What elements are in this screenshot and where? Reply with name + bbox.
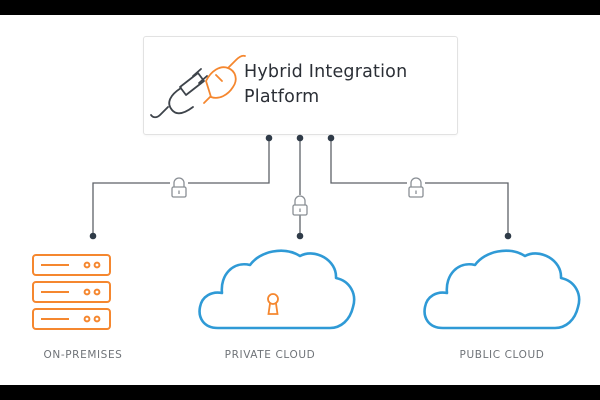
cloud-icon (423, 249, 581, 330)
dot-bottom-left (89, 232, 97, 240)
plug-connector-icon (150, 54, 246, 119)
server-stack-icon (32, 254, 111, 330)
dot-bottom-middle (296, 232, 304, 240)
server-unit-2 (32, 281, 111, 303)
dot-top-right (327, 134, 335, 142)
platform-title: Hybrid Integration Platform (244, 60, 454, 110)
platform-title-line1: Hybrid Integration (244, 62, 408, 82)
dot-top-left (265, 134, 273, 142)
dot-top-middle (296, 134, 304, 142)
platform-box (143, 36, 458, 135)
padlock-icon-right (407, 177, 425, 198)
label-private-cloud: PRIVATE CLOUD (224, 349, 316, 361)
connector-lines (92, 138, 509, 236)
server-unit-3 (32, 308, 111, 330)
dot-bottom-right (504, 232, 512, 240)
server-unit-1 (32, 254, 111, 276)
cloud-with-keyhole-icon (198, 249, 356, 330)
platform-title-line2: Platform (244, 87, 320, 107)
padlock-icon-middle (291, 195, 309, 216)
label-public-cloud: PUBLIC CLOUD (459, 349, 545, 361)
padlock-icon-left (170, 177, 188, 198)
connector-dots (89, 134, 512, 240)
diagram-canvas: Hybrid Integration Platform ON-PREMISES … (0, 15, 600, 385)
diagram-graphics (32, 54, 581, 330)
label-on-premises: ON-PREMISES (43, 349, 123, 361)
